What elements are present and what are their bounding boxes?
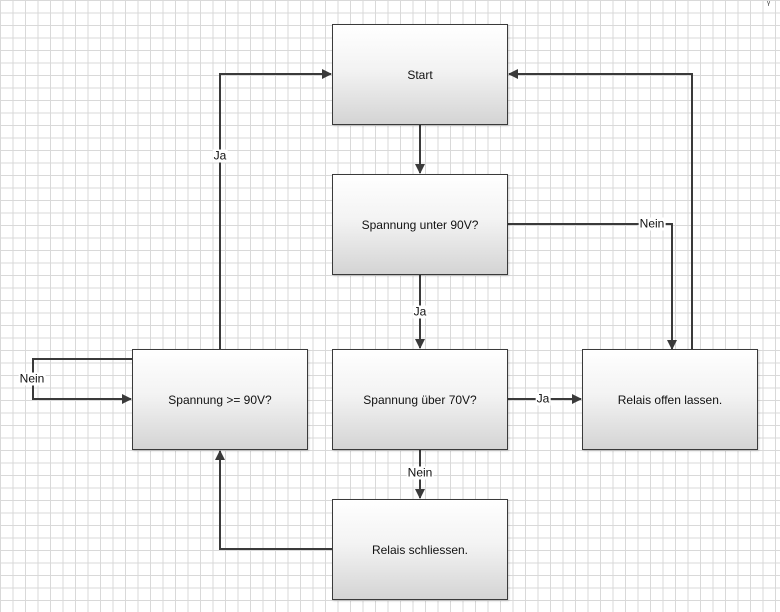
node-check-ge-90-label: Spannung >= 90V? [168, 392, 272, 407]
edge-label-over70-yes: Ja [535, 391, 551, 406]
edge-ge90-no [32, 358, 132, 404]
node-relay-open-label: Relais offen lassen. [617, 392, 723, 407]
edge-label-ge90-no: Nein [18, 371, 46, 386]
node-start-label: Start [407, 67, 433, 82]
edge-label-under90-no: Nein [638, 216, 666, 231]
node-relay-close[interactable]: Relais schliessen. [332, 499, 508, 600]
node-check-over-70[interactable]: Spannung über 70V? [332, 349, 508, 450]
corner-mark: ᵧ [767, 0, 770, 6]
edge-label-under90-yes: Ja [412, 304, 428, 319]
edge-under90-no [508, 223, 677, 350]
node-relay-close-label: Relais schliessen. [371, 542, 469, 557]
edge-relayclose-to-ge90 [215, 450, 332, 550]
node-relay-open[interactable]: Relais offen lassen. [582, 349, 758, 450]
node-check-ge-90[interactable]: Spannung >= 90V? [132, 349, 308, 450]
node-check-under-90[interactable]: Spannung unter 90V? [332, 174, 508, 275]
node-check-under-90-label: Spannung unter 90V? [361, 217, 479, 232]
edge-ge90-yes [219, 69, 332, 349]
edge-label-ge90-yes: Ja [212, 148, 228, 163]
node-check-over-70-label: Spannung über 70V? [363, 392, 477, 407]
node-start[interactable]: Start [332, 24, 508, 125]
edge-relayopen-to-start [508, 69, 693, 349]
edge-label-over70-no: Nein [406, 465, 434, 480]
